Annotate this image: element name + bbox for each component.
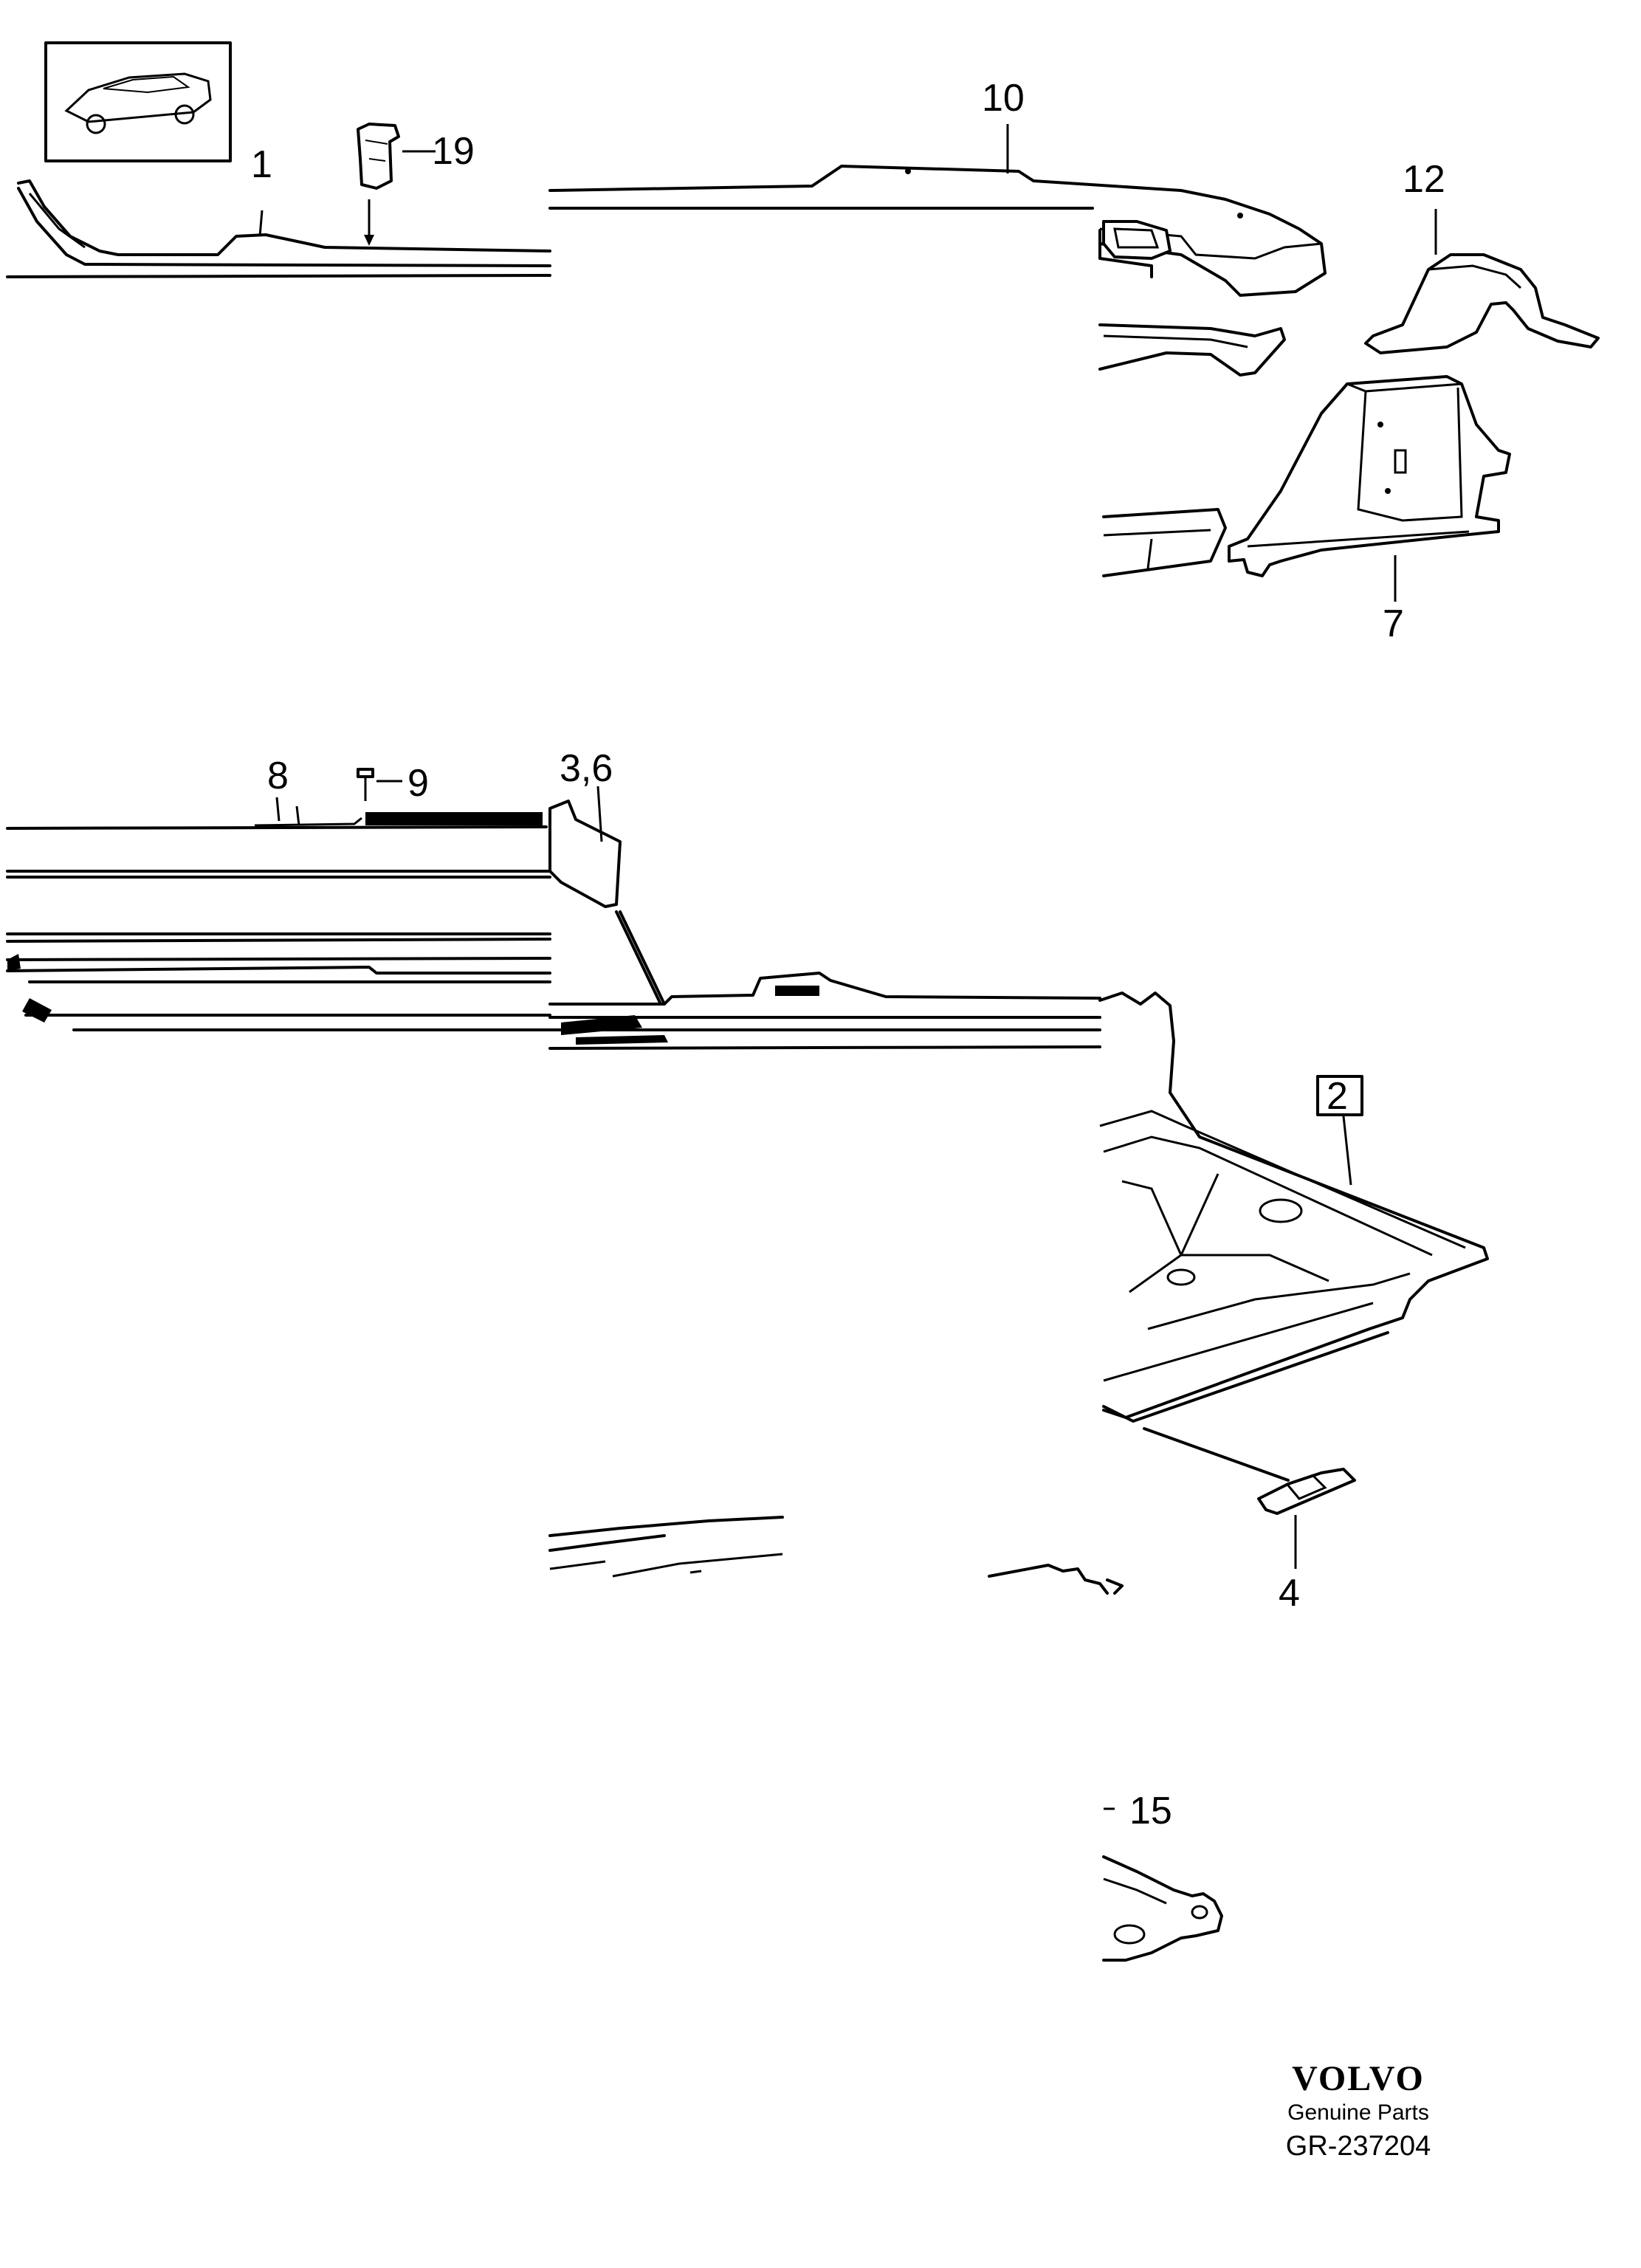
label-3-6: 3,6 — [560, 747, 613, 790]
label-4: 4 — [1279, 1572, 1300, 1615]
label-1: 1 — [251, 143, 272, 186]
part-4-clip — [1143, 1427, 1356, 1569]
floor-pan-center — [548, 972, 1101, 1050]
part-2-floor-panel — [1098, 992, 1489, 1423]
floor-pan-lower — [548, 1516, 1124, 1595]
part-15-bracket — [1102, 1807, 1223, 1962]
genuine-parts-text: Genuine Parts — [1287, 2100, 1429, 2125]
part-7-support-bracket — [1102, 375, 1511, 602]
diagram-code: GR-237204 — [1285, 2131, 1431, 2162]
label-12: 12 — [1403, 158, 1445, 201]
part-12-hat-bracket — [1364, 209, 1600, 354]
label-19: 19 — [432, 130, 475, 173]
vehicle-thumbnail — [44, 41, 232, 162]
label-10: 10 — [982, 77, 1025, 120]
label-15: 15 — [1129, 1790, 1172, 1832]
part-10-cross-member — [548, 124, 1327, 377]
part-19-bracket — [357, 123, 436, 246]
part-8-9-sill-section — [6, 768, 551, 1031]
label-7: 7 — [1383, 602, 1404, 645]
label-9: 9 — [407, 762, 429, 805]
label-8: 8 — [267, 755, 289, 797]
footer-block: VOLVO Genuine Parts GR-237204 — [1196, 2060, 1521, 2165]
volvo-logo: VOLVO — [1292, 2059, 1425, 2098]
part-1-sill-panel — [6, 179, 551, 278]
part-3-6-strut — [548, 786, 666, 1006]
label-2: 2 — [1327, 1075, 1348, 1118]
